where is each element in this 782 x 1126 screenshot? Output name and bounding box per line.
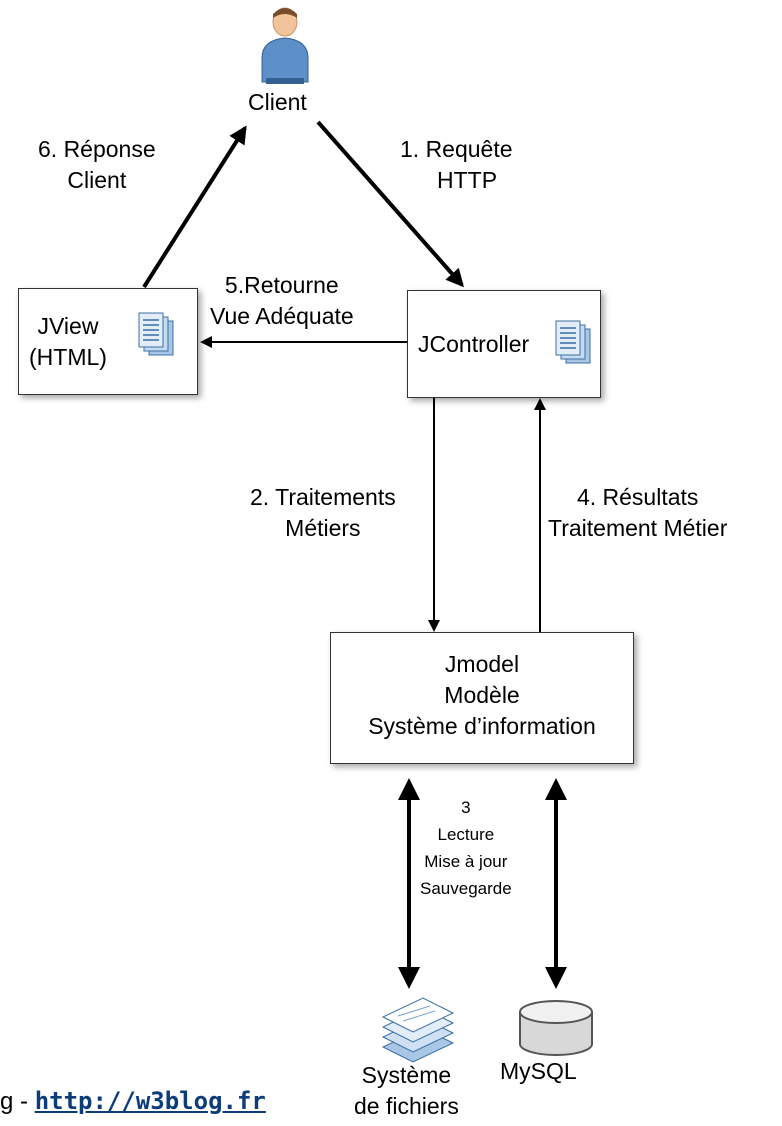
client-label: Client	[248, 89, 307, 115]
label-return-view: 5.Retourne Vue Adéquate	[210, 270, 354, 332]
label-request: 1. Requête HTTP	[400, 134, 513, 196]
jmodel-label-line-3: Système d’information	[368, 713, 596, 739]
label-processing: 2. Traitements Métiers	[250, 482, 396, 544]
client-user-icon	[261, 7, 309, 84]
jview-label-line-2: (HTML)	[29, 344, 107, 370]
jview-node: JView (HTML)	[18, 288, 198, 395]
label-results-line-1: 4. Résultats	[576, 484, 699, 510]
label-return-view-line-2: Vue Adéquate	[210, 303, 354, 329]
label-storage-line-4: Sauvegarde	[420, 879, 512, 898]
jmodel-label: Jmodel Modèle Système d’information	[331, 649, 633, 742]
label-request-line-1: 1. Requête	[400, 136, 513, 162]
arrow-request	[316, 120, 464, 288]
label-request-line-2: HTTP	[437, 167, 498, 193]
document-stack-icon	[555, 320, 591, 364]
jmodel-label-line-1: Jmodel	[444, 651, 520, 677]
label-storage: 3 Lecture Mise à jour Sauvegarde	[420, 794, 512, 902]
jview-label: JView (HTML)	[29, 311, 107, 373]
label-processing-line-2: Métiers	[285, 515, 361, 541]
label-response-line-2: Client	[67, 167, 127, 193]
jcontroller-label: JController	[418, 331, 530, 357]
database-icon	[519, 1000, 593, 1056]
label-storage-line-1: 3	[461, 798, 471, 817]
footer-prefix: g -	[0, 1088, 35, 1115]
label-storage-line-3: Mise à jour	[424, 852, 508, 871]
label-storage-line-2: Lecture	[437, 825, 495, 844]
filesystem-label-line-1: Système	[361, 1062, 452, 1088]
document-stack-icon	[138, 312, 174, 356]
file-stack-icon	[381, 997, 455, 1063]
jview-label-line-1: JView	[37, 313, 99, 339]
label-results: 4. Résultats Traitement Métier	[548, 482, 727, 544]
label-results-line-2: Traitement Métier	[548, 515, 728, 541]
label-processing-line-1: 2. Traitements	[250, 484, 396, 510]
jmodel-node: Jmodel Modèle Système d’information	[330, 632, 634, 764]
mysql-label: MySQL	[500, 1058, 577, 1084]
arrow-response	[142, 125, 247, 289]
footer-link[interactable]: http://w3blog.fr	[34, 1087, 266, 1115]
label-return-view-line-1: 5.Retourne	[224, 272, 339, 298]
jmodel-label-line-2: Modèle	[444, 682, 520, 708]
filesystem-label: Système de fichiers	[354, 1060, 459, 1122]
label-response: 6. Réponse Client	[38, 134, 156, 196]
label-response-line-1: 6. Réponse	[38, 136, 156, 162]
filesystem-label-line-2: de fichiers	[354, 1093, 459, 1119]
footer-credit: g - http://w3blog.fr	[0, 1086, 266, 1117]
jcontroller-node: JController	[407, 290, 601, 398]
